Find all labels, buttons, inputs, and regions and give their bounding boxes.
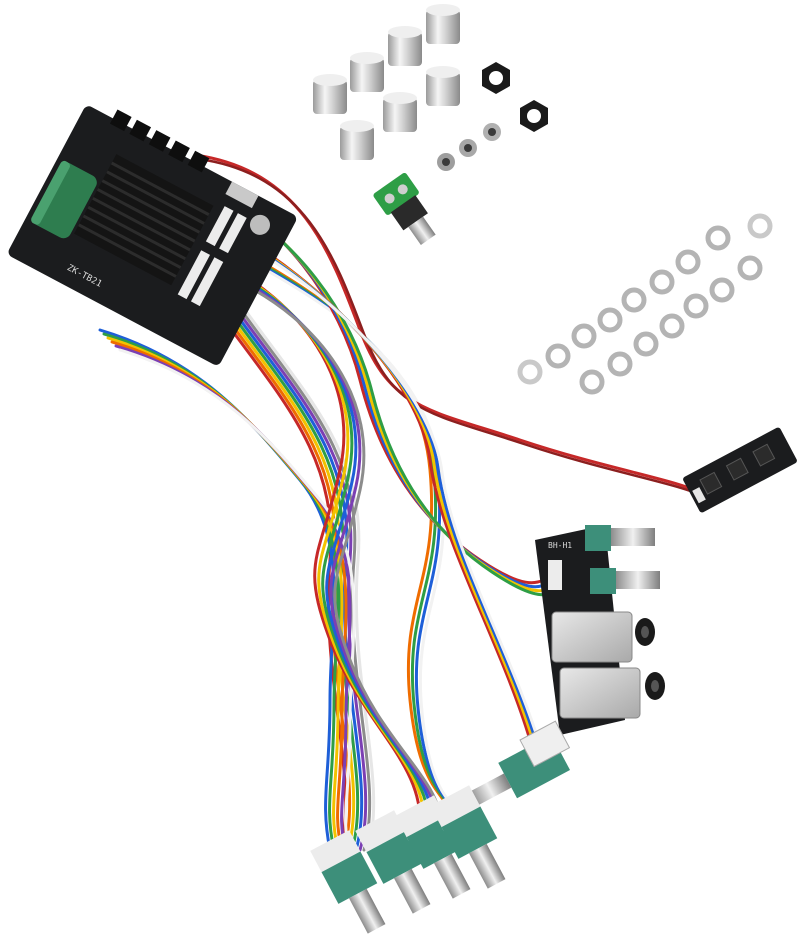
spacers	[437, 123, 501, 171]
pot-jack-board: BH-H1	[535, 525, 665, 735]
amp-pot	[355, 810, 431, 914]
washer-set	[517, 213, 773, 395]
audio-jack-socket	[559, 667, 665, 719]
board-pot	[590, 568, 660, 594]
usb-port	[225, 181, 259, 209]
knob	[388, 26, 422, 66]
hex-nuts	[482, 62, 548, 132]
heatsink	[74, 154, 214, 286]
amp-pot	[310, 830, 386, 934]
wire-to-slide-pot	[228, 228, 544, 754]
pot-board-label: BH-H1	[548, 541, 572, 550]
amp-pot-row	[310, 785, 506, 934]
amp-pot	[430, 785, 506, 889]
ribbon-right-loop	[213, 258, 442, 822]
speaker-terminals	[109, 109, 210, 173]
knob-set	[313, 4, 460, 160]
board-pot	[585, 525, 655, 551]
wire-harness	[98, 153, 711, 852]
dc-barrel-adapter	[373, 172, 436, 245]
knob	[383, 92, 417, 132]
button-board	[683, 427, 797, 513]
knob	[313, 74, 347, 114]
knob	[350, 52, 384, 92]
electrolytic-capacitor	[31, 160, 97, 239]
wire-to-jack-board	[208, 188, 568, 597]
knob	[426, 4, 460, 44]
knob	[426, 66, 460, 106]
switch-pot	[468, 720, 571, 807]
header-connectors	[177, 206, 247, 307]
audio-jack-socket	[551, 611, 655, 663]
knob	[340, 120, 374, 160]
board-connector	[548, 560, 562, 590]
audio-jack	[249, 214, 270, 235]
amplifier-main-board: ZK-TB21	[8, 106, 297, 365]
